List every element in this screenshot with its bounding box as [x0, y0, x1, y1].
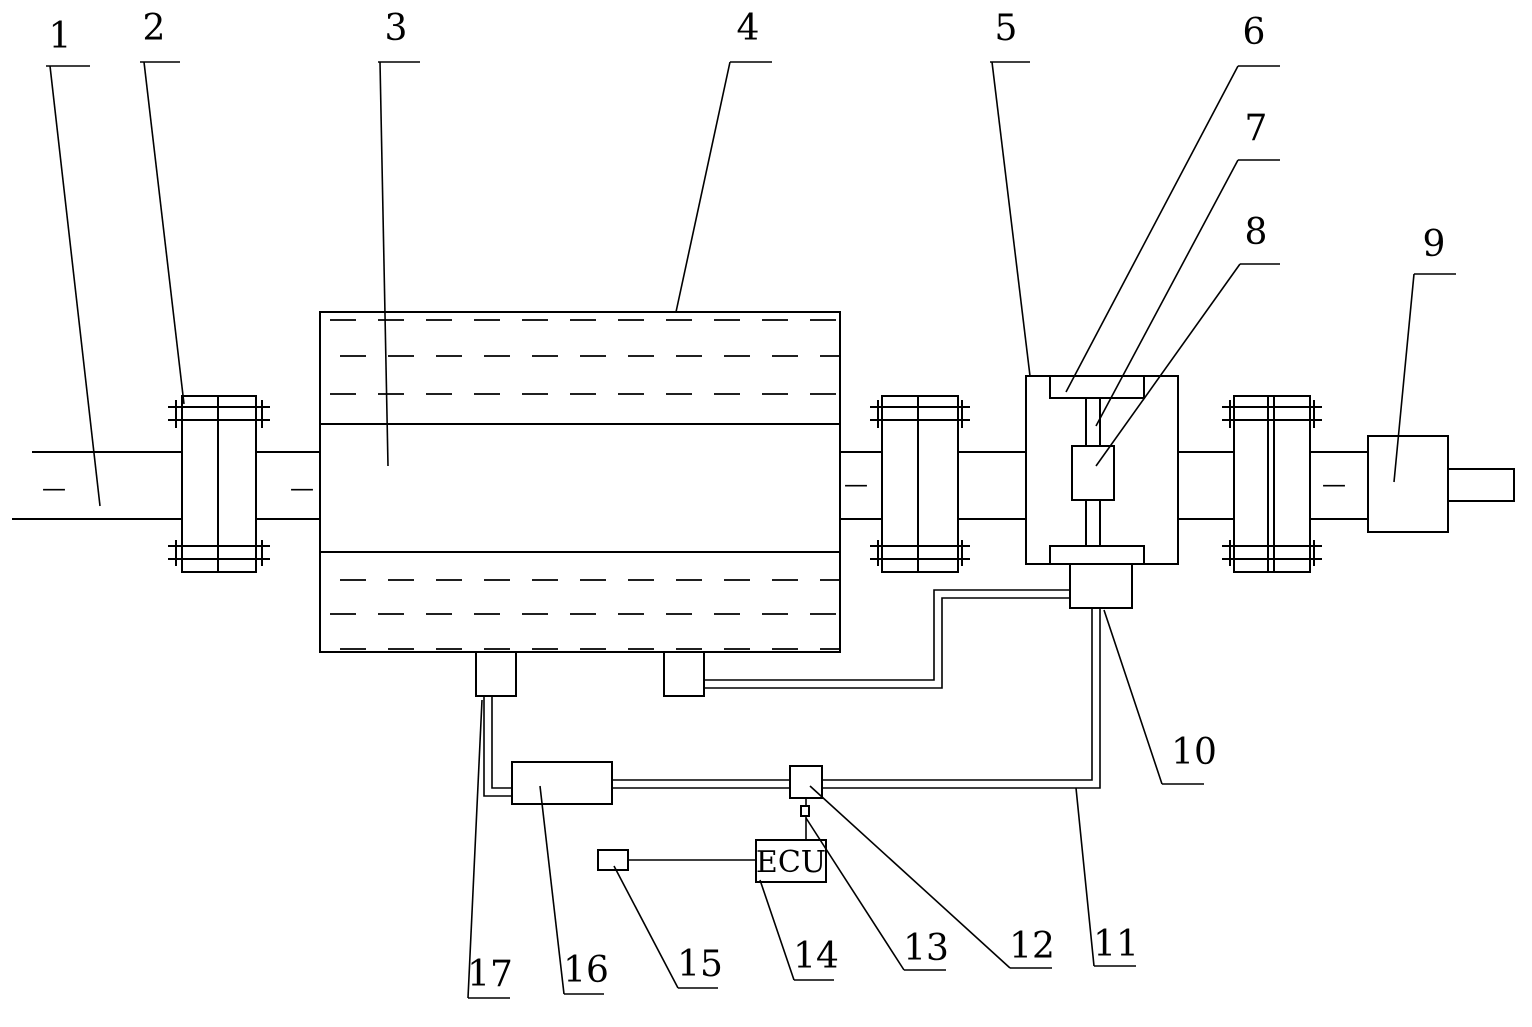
label-9: 9 [1423, 224, 1446, 265]
label-13: 13 [903, 928, 949, 969]
heat-exchanger-tank [320, 312, 840, 652]
reservoir-box [512, 762, 612, 804]
sensor-15 [598, 850, 628, 870]
label-10: 10 [1171, 732, 1217, 773]
label-6: 6 [1243, 12, 1266, 53]
label-7: 7 [1245, 108, 1268, 149]
label-2: 2 [143, 8, 166, 49]
pipe-flange-to-valve-housing [958, 452, 1026, 519]
actuator-box [1070, 564, 1132, 608]
valve-top-plate [1050, 376, 1144, 398]
outlet-box [664, 652, 704, 696]
valve-housing [1026, 376, 1178, 564]
flow-mark-1: — [42, 474, 66, 502]
pump-box-17 [476, 652, 516, 696]
flow-mark-4: — [1322, 470, 1346, 498]
label-1: 1 [49, 16, 72, 57]
flange-left [168, 396, 270, 572]
label-4: 4 [737, 8, 760, 49]
label-16: 16 [563, 950, 609, 991]
flange-right [1222, 396, 1322, 572]
label-12: 12 [1009, 926, 1055, 967]
muffler-box [1368, 436, 1448, 532]
pipe-valve-housing-to-flange [1178, 452, 1234, 519]
connector-13 [801, 806, 809, 816]
flow-mark-2: — [290, 474, 314, 502]
ecu-text: ECU [756, 845, 826, 880]
supply-line [484, 696, 512, 796]
label-5: 5 [995, 8, 1018, 49]
label-14: 14 [793, 936, 839, 977]
flange-middle [870, 396, 970, 572]
label-3: 3 [385, 8, 408, 49]
label-8: 8 [1245, 212, 1268, 253]
valve-core [1072, 446, 1114, 500]
label-17: 17 [467, 954, 513, 995]
label-11: 11 [1093, 924, 1139, 965]
valve-bottom-plate [1050, 546, 1144, 564]
flow-mark-3: — [844, 470, 868, 498]
label-15: 15 [677, 944, 723, 985]
tailpipe [1448, 469, 1514, 501]
